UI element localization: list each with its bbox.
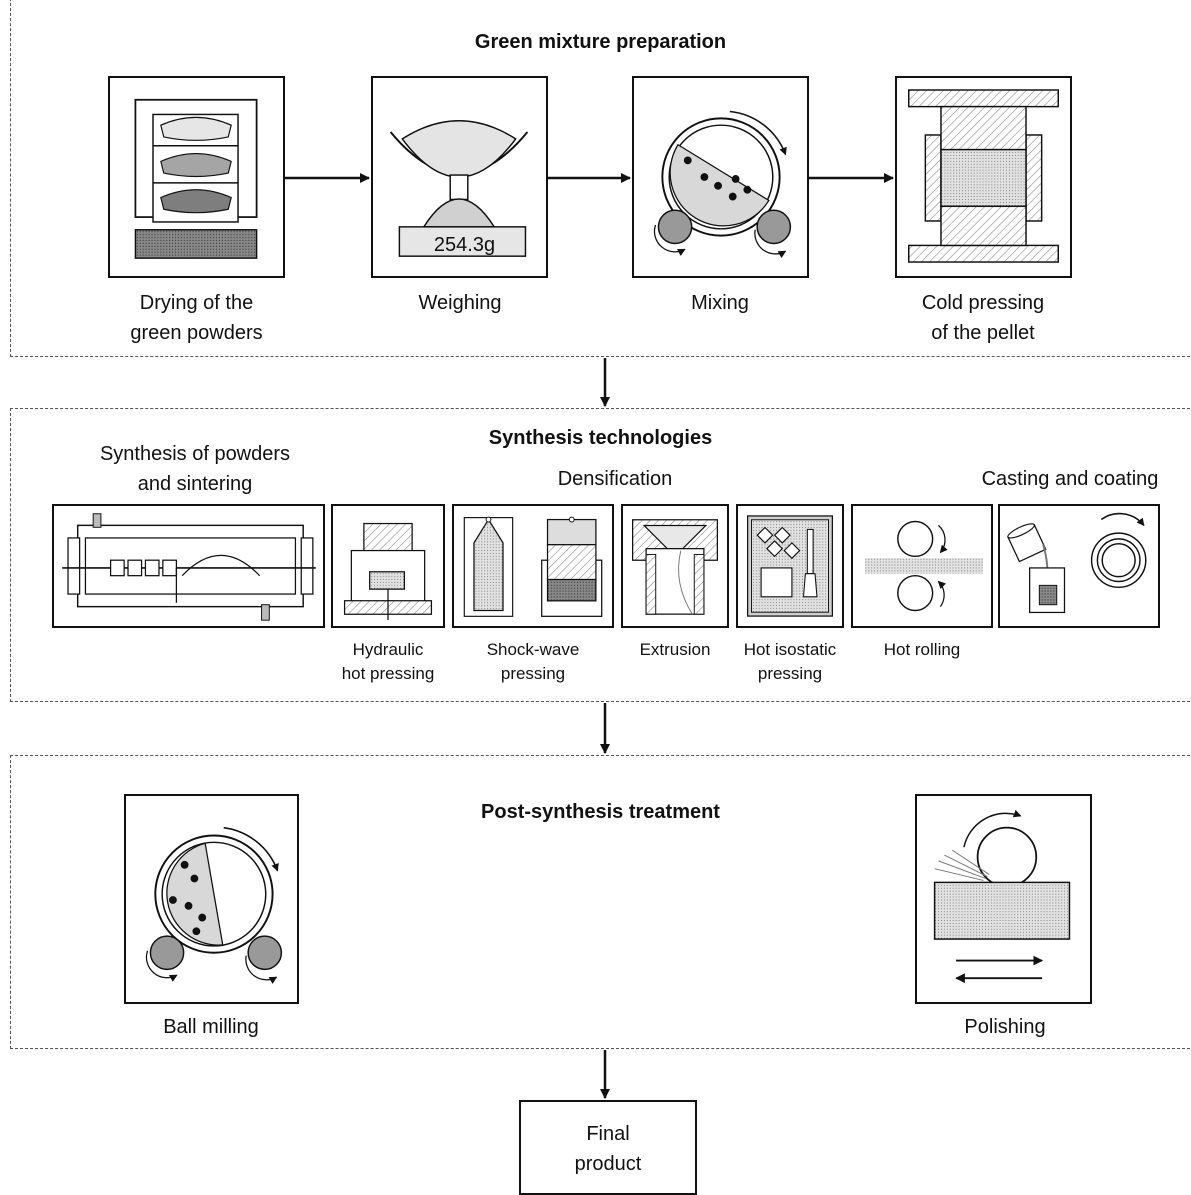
synthesis-section: Synthesis technologies [10,408,1190,702]
mixer-drum-icon [632,76,809,278]
final-product-label: Final product [574,1123,642,1175]
method-label-extrusion: Extrusion [639,640,711,659]
isostatic-press-icon [736,504,844,628]
green-mixture-section: Green mixture preparation [10,0,1190,357]
step-label-drying: Drying of the green powders [130,292,263,344]
group-label-sintering: Synthesis of powders and sintering [99,443,291,495]
ball-mill-icon [124,794,299,1004]
method-label-isostatic: Hot isostatic pressing [743,640,837,683]
scale-readout: 254.3g [433,234,496,256]
rolling-mill-icon [851,504,993,628]
drying-oven-icon [108,76,285,278]
step-label-mixing: Mixing [691,292,749,314]
cold-press-icon [895,76,1072,278]
hydraulic-press-icon [331,504,445,628]
scale-icon: 254.3g [371,76,548,278]
section-title: Synthesis technologies [488,427,713,449]
group-label-casting: Casting and coating [981,468,1159,490]
section-title: Green mixture preparation [474,31,727,53]
tube-furnace-icon [52,504,325,628]
method-label-hydraulic: Hydraulic hot pressing [341,640,435,683]
step-label-weighing: Weighing [418,292,502,314]
step-label-ball-milling: Ball milling [163,1016,259,1038]
method-label-hot-rolling: Hot rolling [883,640,961,659]
extrusion-die-icon [621,504,729,628]
step-label-polishing: Polishing [964,1016,1046,1038]
method-label-shock-wave: Shock-wave pressing [486,640,580,683]
group-label-densification: Densification [557,468,673,490]
polishing-wheel-icon [915,794,1092,1004]
section-title: Post-synthesis treatment [481,801,720,823]
shock-wave-press-icon [452,504,614,628]
final-product-box: Final product [519,1100,697,1195]
step-label-cold-pressing: Cold pressing of the pellet [921,292,1045,344]
post-synthesis-section: Post-synthesis treatment [10,755,1190,1049]
casting-coating-icon [998,504,1160,628]
